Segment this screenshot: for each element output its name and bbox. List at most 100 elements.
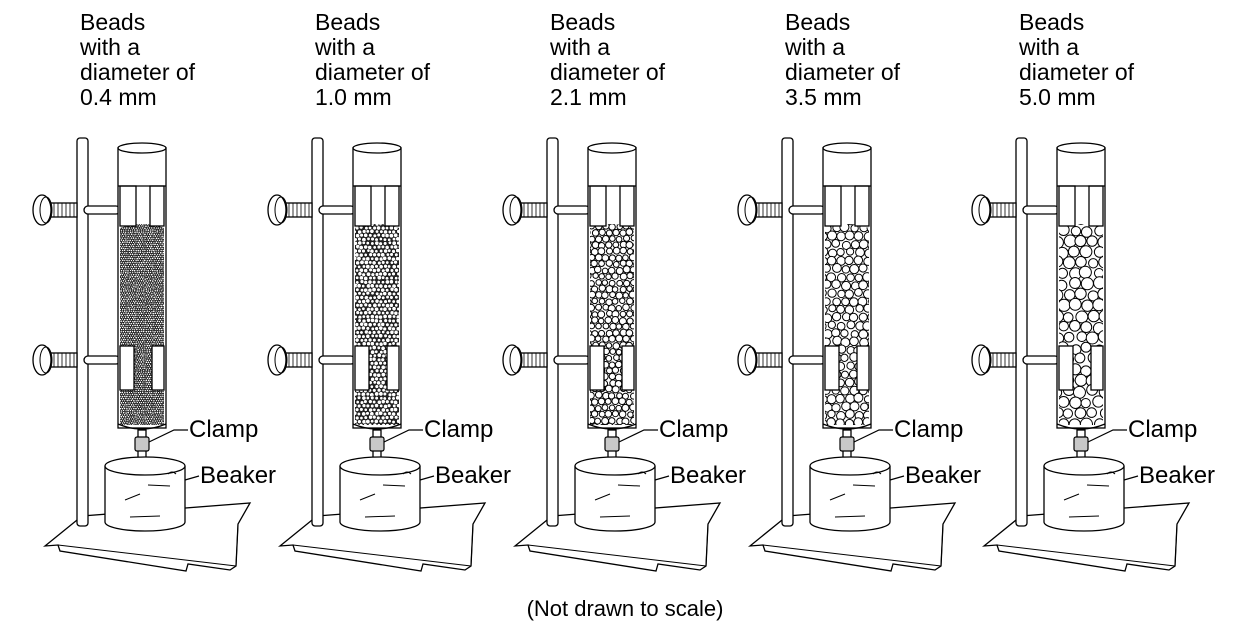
bead (150, 307, 153, 311)
bead (139, 417, 142, 421)
bead (138, 320, 141, 323)
bead (1059, 279, 1068, 292)
graduation-mark (599, 515, 631, 518)
upper-clamp-jaw (354, 185, 372, 227)
bead (142, 293, 146, 297)
beaker-leader-line (184, 475, 200, 481)
bead (160, 230, 163, 234)
bead (163, 401, 164, 404)
bead (361, 411, 367, 417)
bead (396, 271, 399, 277)
bead (598, 329, 606, 337)
bead (136, 235, 139, 238)
bead (146, 309, 149, 313)
bead (121, 317, 124, 321)
bead (158, 234, 162, 238)
bead (148, 358, 151, 362)
bead (389, 414, 394, 420)
bead (149, 320, 153, 323)
bead (135, 352, 139, 356)
bead (155, 321, 158, 325)
bead (149, 275, 152, 279)
clamp-knob-icon (737, 344, 757, 376)
bead (387, 284, 392, 289)
bead (167, 333, 169, 335)
bead (144, 316, 148, 319)
clamp-arm (318, 355, 356, 365)
bead (385, 279, 390, 285)
bead (124, 234, 128, 238)
bead (144, 271, 148, 275)
lower-clamp-jaw (151, 345, 165, 391)
bead (137, 385, 140, 388)
bead (161, 263, 164, 267)
bead (121, 281, 124, 284)
bead (359, 288, 365, 293)
upper-clamp-jaw (589, 185, 607, 227)
bead (393, 232, 399, 238)
bead (156, 330, 159, 334)
bead (151, 316, 155, 319)
bead (598, 260, 605, 267)
bead (366, 341, 371, 347)
bead (372, 268, 377, 273)
bead (120, 304, 122, 307)
bead (868, 329, 869, 340)
bead (1098, 255, 1103, 269)
bead (153, 265, 157, 268)
bead (379, 396, 384, 401)
bead (140, 265, 143, 268)
bead (398, 408, 399, 413)
bead (138, 287, 141, 291)
bead (142, 409, 146, 412)
bead (619, 422, 628, 425)
bead (163, 257, 164, 260)
bead (161, 390, 164, 394)
bead (595, 279, 603, 286)
bead (385, 252, 390, 257)
bead (127, 285, 131, 289)
bead (155, 405, 159, 409)
bead (846, 273, 855, 282)
bead (130, 399, 133, 402)
bead (590, 298, 592, 306)
bead (136, 310, 140, 313)
bead (140, 415, 143, 419)
bead (615, 334, 624, 343)
bead (846, 361, 855, 370)
bead (372, 280, 377, 285)
bead (162, 287, 164, 291)
bead-label-line: diameter of (550, 59, 666, 85)
bead (158, 397, 161, 400)
bead (137, 395, 140, 398)
bead (1069, 396, 1082, 409)
bead (146, 421, 149, 425)
bead (120, 417, 122, 420)
bead (134, 391, 138, 394)
bead (854, 273, 863, 283)
bead (129, 243, 132, 246)
bead (155, 259, 158, 262)
bead (134, 313, 138, 317)
bead (141, 372, 145, 376)
bead (131, 261, 134, 264)
bead (608, 224, 616, 231)
bead (122, 415, 125, 419)
bead (120, 259, 122, 262)
bead (372, 275, 377, 280)
bead (371, 260, 377, 266)
bead (122, 342, 125, 345)
bead (632, 310, 634, 318)
bead (825, 246, 829, 257)
bead (139, 303, 142, 307)
bead (393, 338, 399, 343)
bead (140, 257, 143, 260)
bead (858, 329, 869, 340)
bead (398, 260, 399, 265)
bead (147, 415, 150, 418)
bead (622, 292, 629, 299)
bead (363, 259, 369, 265)
bead (139, 318, 142, 321)
bead (629, 322, 634, 330)
